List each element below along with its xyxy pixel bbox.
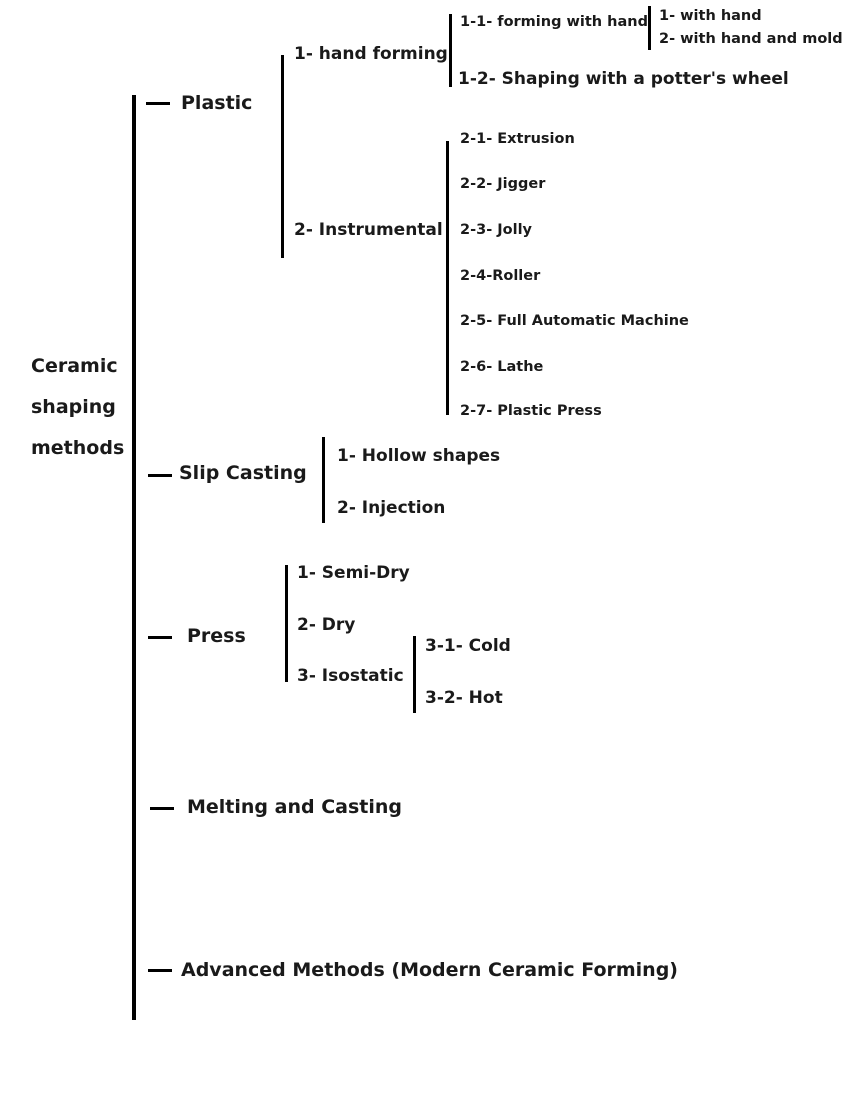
instrumental-item: 2-7- Plastic Press	[460, 403, 602, 419]
instrumental-bracket	[446, 141, 449, 415]
isostatic-item: 3-2- Hot	[425, 688, 503, 708]
with-hand-item: 1- with hand	[659, 8, 762, 24]
plastic-label: Plastic	[181, 92, 253, 114]
forming-with-hand-label: 1-1- forming with hand	[460, 14, 648, 30]
hand-forming-label: 1- hand forming	[294, 44, 448, 64]
advanced-label: Advanced Methods (Modern Ceramic Forming…	[181, 959, 678, 981]
main-spine	[132, 95, 136, 1020]
root-label-line-2: shaping	[31, 396, 116, 418]
root-label: Ceramic shaping methods	[31, 346, 124, 469]
slip-casting-item: 2- Injection	[337, 498, 446, 518]
hand-forming-bracket	[449, 14, 452, 87]
press-connector	[148, 636, 172, 639]
slip-casting-connector	[148, 474, 172, 477]
melting-connector	[150, 807, 174, 810]
press-item: 2- Dry	[297, 615, 356, 635]
instrumental-item: 2-2- Jigger	[460, 176, 546, 192]
advanced-connector	[148, 969, 172, 972]
instrumental-item: 2-6- Lathe	[460, 359, 544, 375]
with-hand-and-mold-item: 2- with hand and mold	[659, 31, 843, 47]
instrumental-label: 2- Instrumental	[294, 220, 443, 240]
instrumental-item: 2-1- Extrusion	[460, 131, 575, 147]
potters-wheel-label: 1-2- Shaping with a potter's wheel	[458, 69, 789, 89]
isostatic-bracket	[413, 636, 416, 713]
root-label-line-3: methods	[31, 437, 125, 459]
press-bracket	[285, 565, 288, 682]
slip-casting-item: 1- Hollow shapes	[337, 446, 501, 466]
instrumental-item: 2-4-Roller	[460, 268, 541, 284]
instrumental-item: 2-5- Full Automatic Machine	[460, 313, 689, 329]
plastic-connector	[146, 102, 170, 105]
melting-label: Melting and Casting	[187, 796, 403, 818]
press-item: 3- Isostatic	[297, 666, 404, 686]
slip-casting-bracket	[322, 437, 325, 523]
isostatic-item: 3-1- Cold	[425, 636, 511, 656]
press-label: Press	[187, 625, 246, 647]
forming-with-hand-bracket	[648, 6, 651, 50]
slip-casting-label: Slip Casting	[179, 462, 307, 484]
root-label-line-1: Ceramic	[31, 355, 118, 377]
instrumental-item: 2-3- Jolly	[460, 222, 533, 238]
press-item: 1- Semi-Dry	[297, 563, 410, 583]
plastic-bracket	[281, 55, 284, 258]
